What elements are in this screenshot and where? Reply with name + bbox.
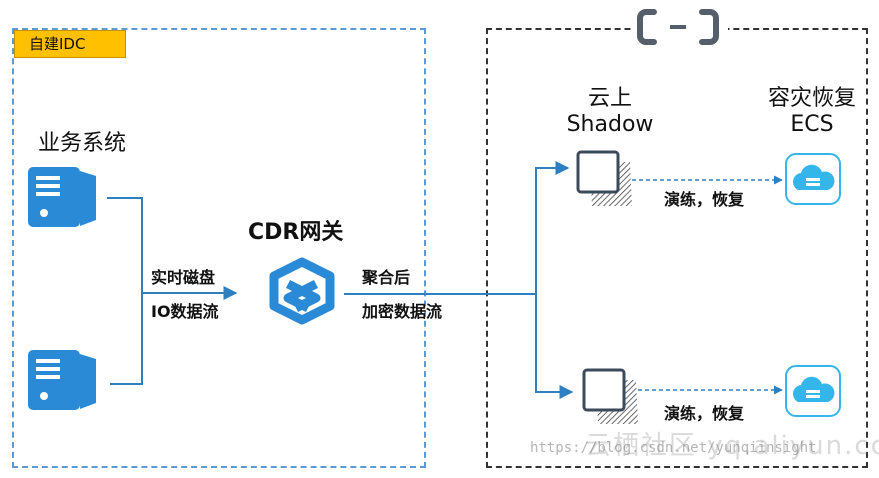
shadow-label-2: Shadow [566, 112, 654, 137]
idc-label: 自建IDC [14, 30, 126, 58]
business-system-label: 业务系统 [38, 131, 127, 156]
drill-recover-label-top: 演练，恢复 [664, 190, 745, 209]
aliyun-logo-icon [637, 9, 719, 45]
idc-region [12, 28, 426, 468]
server-icon [28, 350, 96, 410]
cdr-gateway-icon [269, 257, 335, 325]
server-icon [28, 167, 96, 227]
shadow-disk-icon [576, 150, 632, 206]
encrypted-connector [344, 161, 574, 399]
cdr-gateway-label: CDR网关 [248, 220, 344, 245]
watermark-brand: 云栖社区 yq.aliyun.com [585, 431, 879, 461]
drill-recover-label-bottom: 演练，恢复 [664, 404, 745, 423]
ecs-cloud-icon [785, 153, 841, 205]
ecs-cloud-icon [785, 365, 841, 417]
io-flow-label-2: IO数据流 [151, 302, 219, 321]
recovery-label-1: 容灾恢复 [767, 86, 856, 111]
watermark-url: https://blog.csdn.net/yunqiinsight [530, 440, 817, 456]
aggregated-label-2: 加密数据流 [362, 302, 443, 321]
shadow-disk-icon [582, 368, 638, 424]
recovery-label-2: ECS [790, 112, 834, 137]
io-flow-label-1: 实时磁盘 [151, 268, 216, 287]
shadow-label-1: 云上 [587, 86, 632, 111]
aggregated-label-1: 聚合后 [362, 268, 411, 287]
io-connector [107, 197, 238, 385]
